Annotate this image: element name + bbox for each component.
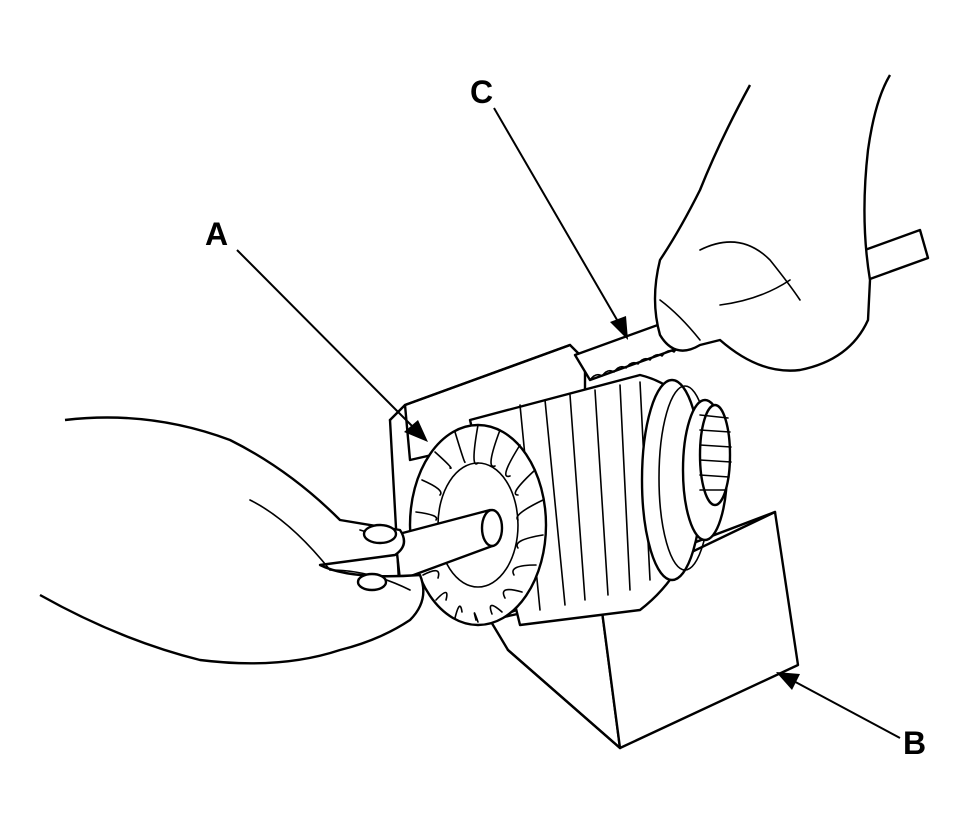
callout-a-leader — [236, 249, 428, 442]
left-hand — [39, 416, 425, 665]
armature — [393, 373, 732, 627]
callout-b-leader — [776, 672, 901, 739]
callout-label-b: B — [903, 725, 927, 761]
right-hand — [653, 74, 892, 372]
callout-label-c: C — [470, 74, 494, 110]
callout-label-a: A — [205, 216, 229, 252]
callout-c-leader — [493, 107, 628, 340]
